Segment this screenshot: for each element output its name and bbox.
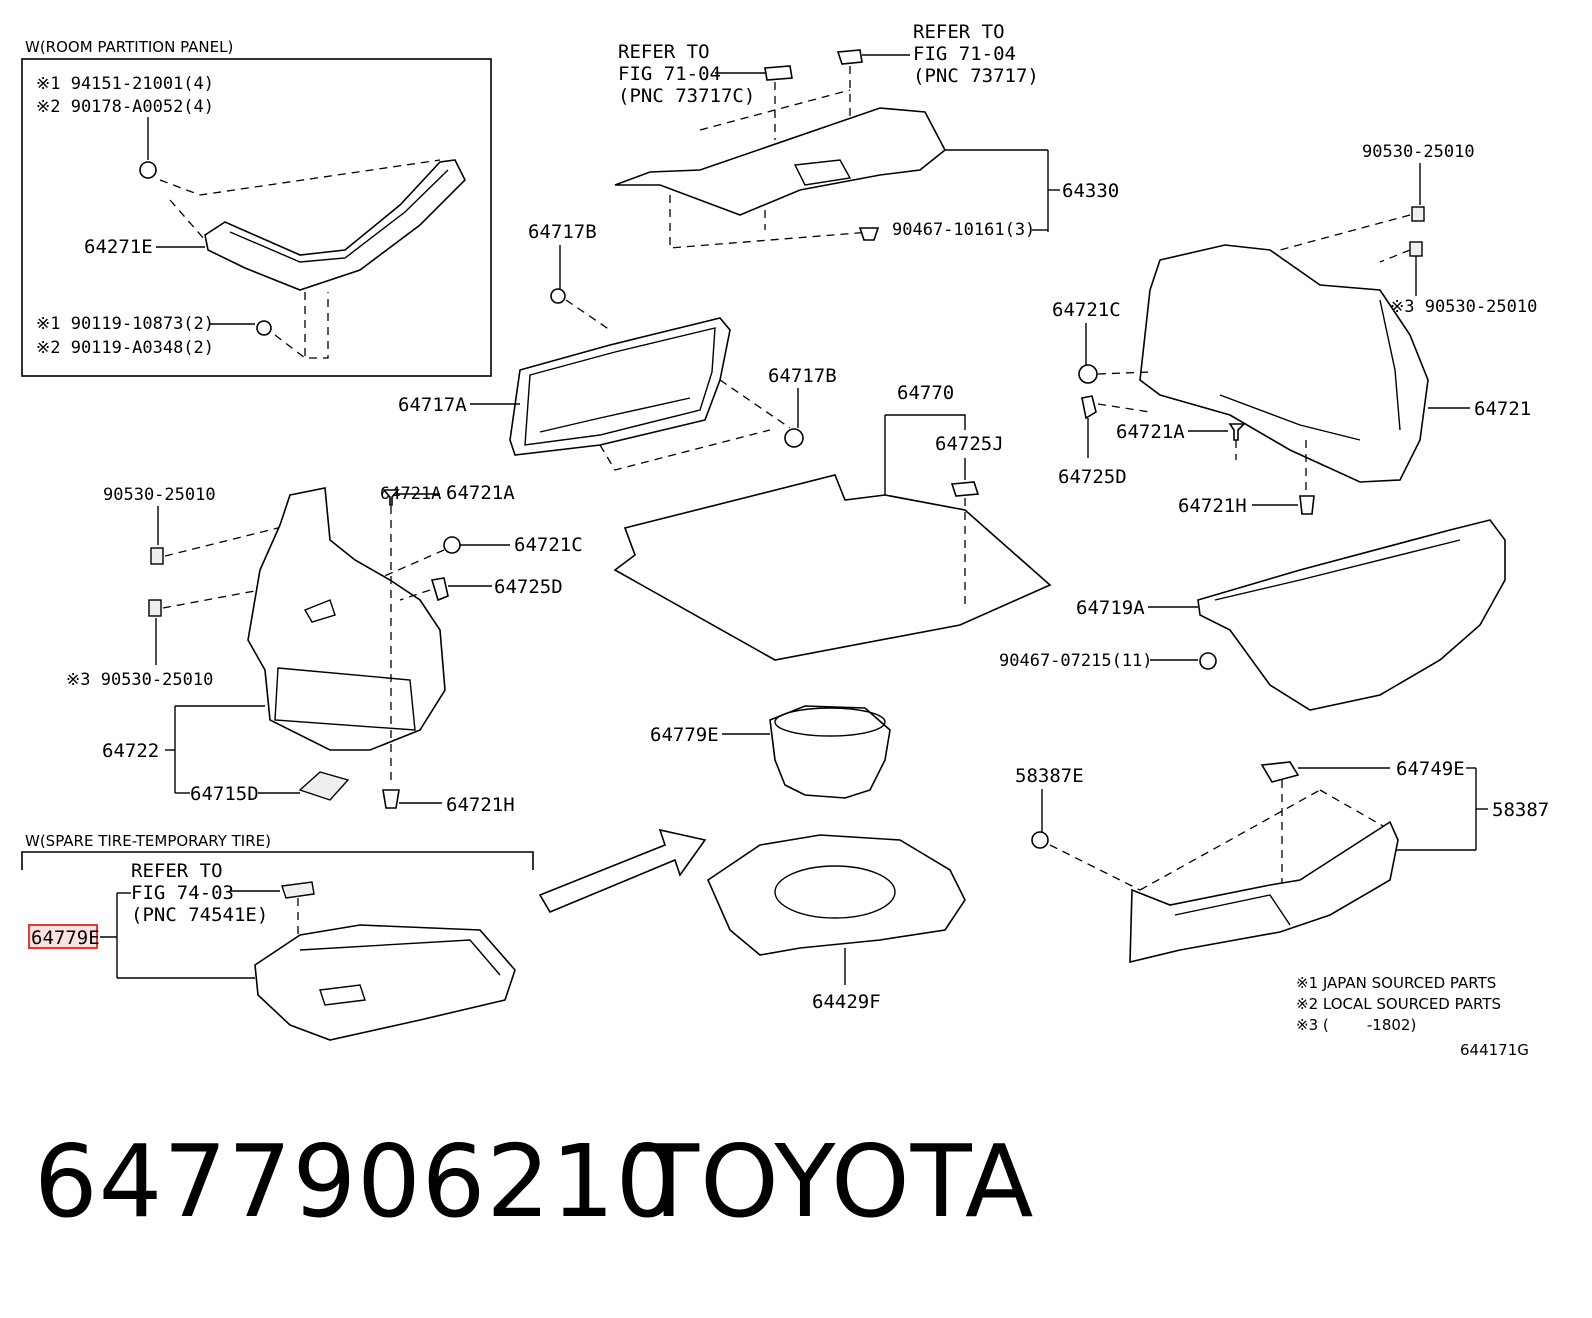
label-64725j: 64725J	[935, 433, 1004, 455]
label-64330: 64330	[1062, 180, 1119, 202]
label-64715d: 64715D	[190, 783, 259, 805]
note-2: ※2 LOCAL SOURCED PARTS	[1296, 995, 1501, 1013]
tag-icon	[1409, 241, 1423, 257]
label-90178-a0052: ※2 90178-A0052(4)	[36, 97, 214, 117]
pin-icon	[382, 489, 400, 506]
label-64725d-right: 64725D	[1058, 466, 1127, 488]
label-64429f: 64429F	[812, 991, 881, 1013]
clip-icon	[1260, 761, 1300, 783]
clip-icon	[764, 65, 793, 81]
side-trim-64717a	[509, 317, 731, 456]
tag-icon	[150, 547, 164, 565]
label-90119-10873: ※1 90119-10873(2)	[36, 314, 214, 334]
clip-icon	[858, 227, 880, 241]
clip-icon	[430, 577, 449, 602]
refer1-line2: FIG 71-04	[618, 63, 721, 85]
direction-arrow	[538, 828, 707, 914]
label-64749e: 64749E	[1396, 758, 1465, 780]
clip-icon	[443, 536, 461, 554]
clip-icon	[1031, 831, 1049, 849]
label-64721a-left-visible: 64721A	[446, 482, 515, 504]
tire-block-64779e	[769, 705, 891, 799]
refer1-line3: (PNC 73717C)	[618, 85, 755, 107]
refer2-line3: (PNC 73717)	[913, 65, 1039, 87]
label-64722: 64722	[102, 740, 159, 762]
refer1-line1: REFER TO	[618, 41, 710, 63]
label-90467-07215: 90467-07215(11)	[999, 651, 1153, 671]
label-64719a: 64719A	[1076, 597, 1145, 619]
clip-icon	[836, 49, 863, 65]
label-90119-a0348: ※2 90119-A0348(2)	[36, 338, 214, 358]
note-3: ※3 ( -1802)	[1296, 1016, 1416, 1034]
refer3-line1: REFER TO	[131, 860, 223, 882]
label-64721c-right: 64721C	[1052, 299, 1121, 321]
clip-icon	[950, 481, 980, 497]
refer2-line1: REFER TO	[913, 21, 1005, 43]
clip-icon	[1199, 652, 1217, 670]
pad-64715d	[298, 771, 350, 801]
label-90530-25010-r3: ※3 90530-25010	[1390, 297, 1537, 317]
footer-part-number: 6477906210	[34, 1123, 681, 1240]
clip-icon	[1078, 364, 1098, 384]
label-64770: 64770	[897, 382, 954, 404]
quarter-trim-right-64721	[1139, 244, 1429, 483]
label-58387e: 58387E	[1015, 765, 1084, 787]
spare-tire-tray	[254, 924, 516, 1041]
refer2-line2: FIG 71-04	[913, 43, 1016, 65]
refer3-line3: (PNC 74541E)	[131, 904, 268, 926]
note-1: ※1 JAPAN SOURCED PARTS	[1296, 974, 1496, 992]
label-64271e: 64271E	[84, 236, 153, 258]
clip-icon	[1081, 395, 1097, 420]
label-64721c-left: 64721C	[514, 534, 583, 556]
room-partition-box	[21, 58, 492, 377]
label-64725d-left: 64725D	[494, 576, 563, 598]
quarter-trim-left-64722	[247, 487, 446, 751]
label-64721a-right: 64721A	[1116, 421, 1185, 443]
room-partition-title: W(ROOM PARTITION PANEL)	[25, 38, 233, 56]
label-90530-25010-left3: ※3 90530-25010	[66, 670, 213, 690]
clip-icon	[1299, 495, 1315, 515]
label-90530-25010-left: 90530-25010	[103, 485, 216, 505]
figure-code: 644171G	[1460, 1041, 1529, 1059]
package-tray-trim-64330	[614, 107, 947, 216]
bolt-icon	[256, 320, 272, 336]
label-64779e-mid: 64779E	[650, 724, 719, 746]
clip-icon	[382, 789, 400, 809]
trunk-lid-trim-64719a	[1197, 519, 1506, 711]
footer-brand: TOYOTA	[638, 1123, 1035, 1240]
label-58387: 58387	[1492, 799, 1549, 821]
tag-icon	[1411, 206, 1425, 222]
label-94151-21001: ※1 94151-21001(4)	[36, 74, 214, 94]
floor-mat-64770	[613, 474, 1052, 661]
clip-icon	[139, 161, 157, 179]
label-64779e-highlight[interactable]: 64779E	[31, 927, 100, 949]
clip-icon	[784, 428, 804, 448]
spare-tire-cover-64429f	[706, 834, 966, 956]
label-64721h-left: 64721H	[446, 794, 515, 816]
label-90467-10161: 90467-10161(3)	[892, 220, 1035, 240]
label-64721: 64721	[1474, 398, 1531, 420]
highlight-box[interactable]	[28, 924, 98, 949]
label-64717b-mid: 64717B	[768, 365, 837, 387]
room-partition-panel-64271e	[204, 159, 466, 291]
refer3-line2: FIG 74-03	[131, 882, 234, 904]
label-64717b-top: 64717B	[528, 221, 597, 243]
label-64721h-right: 64721H	[1178, 495, 1247, 517]
label-90530-25010-top: 90530-25010	[1362, 142, 1475, 162]
tag-icon	[148, 599, 162, 617]
label-64717a: 64717A	[398, 394, 467, 416]
tag-icon	[281, 881, 315, 899]
trunk-sill-trim-58387	[1129, 820, 1399, 964]
spare-tire-title: W(SPARE TIRE-TEMPORARY TIRE)	[25, 832, 271, 850]
pin-icon	[1228, 423, 1246, 441]
bolt-icon	[550, 288, 566, 304]
